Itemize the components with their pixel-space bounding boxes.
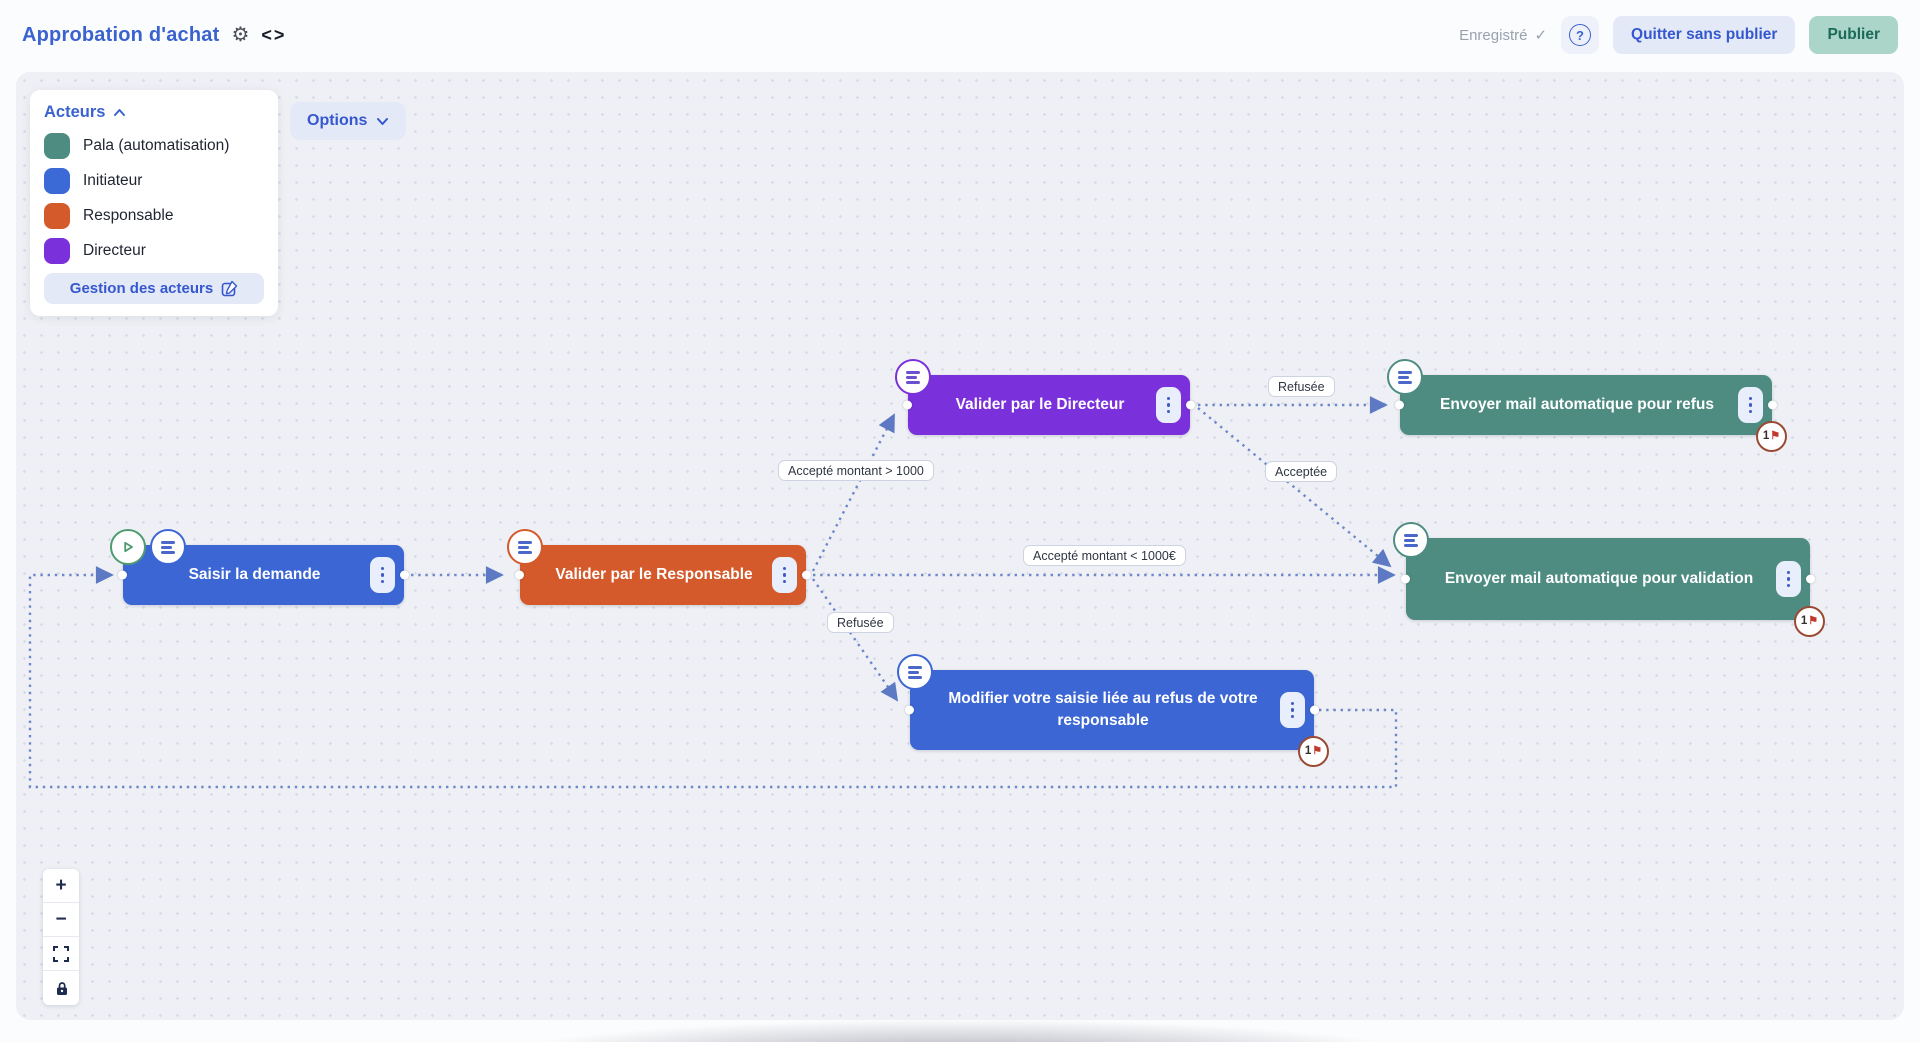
code-icon[interactable]: <> — [261, 24, 287, 45]
fit-view-icon — [53, 945, 69, 962]
options-button[interactable]: Options — [290, 102, 407, 140]
kebab-menu-icon[interactable] — [1776, 561, 1801, 597]
form-icon[interactable] — [1387, 359, 1423, 395]
form-icon[interactable] — [1393, 522, 1429, 558]
kebab-menu-icon[interactable] — [1156, 387, 1181, 423]
form-icon[interactable] — [507, 529, 543, 565]
flag-badge[interactable]: 1 ⚑ — [1794, 606, 1825, 637]
node-port-left[interactable] — [903, 400, 912, 410]
actor-label: Directeur — [83, 242, 146, 259]
node-port-right[interactable] — [1310, 705, 1319, 715]
form-icon[interactable] — [895, 359, 931, 395]
node-valider-responsable[interactable]: Valider par le Responsable — [507, 529, 811, 605]
actor-color-swatch — [44, 203, 70, 229]
actor-color-swatch — [44, 168, 70, 194]
app-header: Approbation d'achat ⚙ <> Enregistré ✓ ? … — [0, 0, 1920, 70]
workflow-edges — [28, 396, 1398, 789]
node-label: Valider par le Responsable — [555, 565, 753, 583]
manage-actors-button[interactable]: Gestion des acteurs — [44, 273, 264, 304]
node-port-left[interactable] — [118, 570, 127, 580]
flag-count: 1 — [1304, 745, 1312, 758]
workflow-canvas[interactable]: Acteurs Pala (automatisation) Initiateur… — [16, 72, 1904, 1020]
actors-panel-title: Acteurs — [44, 103, 106, 121]
options-label: Options — [307, 112, 368, 129]
edge-label-accepte-inf-1000[interactable]: Accepté montant < 1000€ — [1023, 545, 1186, 566]
actor-label: Initiateur — [83, 172, 143, 189]
chevron-down-icon — [377, 117, 389, 125]
kebab-menu-icon[interactable] — [1280, 692, 1305, 728]
help-button[interactable]: ? — [1561, 16, 1600, 54]
actor-color-swatch — [44, 133, 70, 159]
publish-button[interactable]: Publier — [1809, 16, 1898, 54]
flag-count: 1 — [1800, 615, 1808, 628]
save-status: Enregistré ✓ — [1459, 26, 1548, 45]
actor-row-responsable: Responsable — [44, 203, 264, 229]
node-port-left[interactable] — [1401, 574, 1410, 584]
kebab-menu-icon[interactable] — [370, 557, 395, 593]
node-port-right[interactable] — [802, 570, 811, 580]
chevron-up-icon — [114, 109, 126, 116]
node-port-right[interactable] — [1186, 400, 1195, 410]
node-label: Valider par le Directeur — [955, 395, 1125, 413]
flag-icon: ⚑ — [1808, 614, 1819, 627]
node-label: Saisir la demande — [188, 565, 321, 583]
manage-actors-label: Gestion des acteurs — [69, 280, 214, 297]
actors-panel-toggle[interactable]: Acteurs — [44, 103, 264, 122]
edge-label-accepte-sup-1000[interactable]: Accepté montant > 1000 — [778, 460, 934, 481]
edit-icon — [221, 280, 238, 297]
settings-gear-icon[interactable]: ⚙ — [231, 24, 250, 46]
actor-label: Responsable — [83, 207, 174, 224]
lock-icon — [56, 981, 67, 995]
actors-panel: Acteurs Pala (automatisation) Initiateur… — [30, 90, 278, 316]
zoom-out-button[interactable]: − — [43, 903, 79, 937]
form-icon[interactable] — [150, 529, 186, 565]
check-icon: ✓ — [1534, 27, 1548, 44]
bottom-shadow — [480, 1018, 1440, 1042]
node-port-left[interactable] — [905, 705, 914, 715]
save-status-label: Enregistré — [1459, 26, 1528, 44]
help-icon: ? — [1569, 24, 1592, 46]
node-label: Envoyer mail automatique pour refus — [1440, 395, 1714, 413]
actor-color-swatch — [44, 238, 70, 264]
canvas-controls: + − — [43, 869, 79, 1005]
quit-without-publish-button[interactable]: Quitter sans publier — [1613, 16, 1796, 54]
play-icon[interactable] — [110, 529, 146, 565]
flag-badge[interactable]: 1 ⚑ — [1298, 736, 1329, 767]
actor-row-initiateur: Initiateur — [44, 168, 264, 194]
actor-label: Pala (automatisation) — [83, 137, 230, 154]
kebab-menu-icon[interactable] — [1738, 387, 1763, 423]
fit-view-button[interactable] — [43, 937, 79, 971]
node-mail-validation[interactable]: Envoyer mail automatique pour validation… — [1393, 522, 1825, 637]
lock-button[interactable] — [43, 971, 79, 1005]
kebab-menu-icon[interactable] — [772, 557, 797, 593]
zoom-in-button[interactable]: + — [43, 869, 79, 903]
node-port-right[interactable] — [1768, 400, 1777, 410]
node-port-left[interactable] — [1395, 400, 1404, 410]
flag-icon: ⚑ — [1770, 429, 1781, 442]
node-label: Envoyer mail automatique pour validation — [1444, 569, 1754, 587]
edge-label-refusee-responsable[interactable]: Refusée — [827, 612, 894, 633]
form-icon[interactable] — [897, 654, 933, 690]
flag-icon: ⚑ — [1312, 744, 1323, 757]
actor-row-pala: Pala (automatisation) — [44, 133, 264, 159]
node-modifier-saisie[interactable]: Modifier votre saisie liée au refus de v… — [897, 654, 1329, 767]
actor-row-directeur: Directeur — [44, 238, 264, 264]
node-saisir-la-demande[interactable]: Saisir la demande — [110, 529, 409, 605]
node-port-right[interactable] — [400, 570, 409, 580]
edge-label-refusee-directeur[interactable]: Refusée — [1268, 376, 1335, 397]
flag-count: 1 — [1762, 430, 1770, 443]
node-mail-refus[interactable]: Envoyer mail automatique pour refus 1 ⚑ — [1387, 359, 1787, 452]
node-valider-directeur[interactable]: Valider par le Directeur — [895, 359, 1195, 435]
edge-label-acceptee[interactable]: Acceptée — [1265, 461, 1338, 482]
node-port-left[interactable] — [515, 570, 524, 580]
flag-badge[interactable]: 1 ⚑ — [1756, 421, 1787, 452]
node-port-right[interactable] — [1806, 574, 1815, 584]
node-label: Modifier votre saisie liée au refus de v… — [948, 689, 1258, 729]
page-title: Approbation d'achat — [22, 23, 220, 46]
